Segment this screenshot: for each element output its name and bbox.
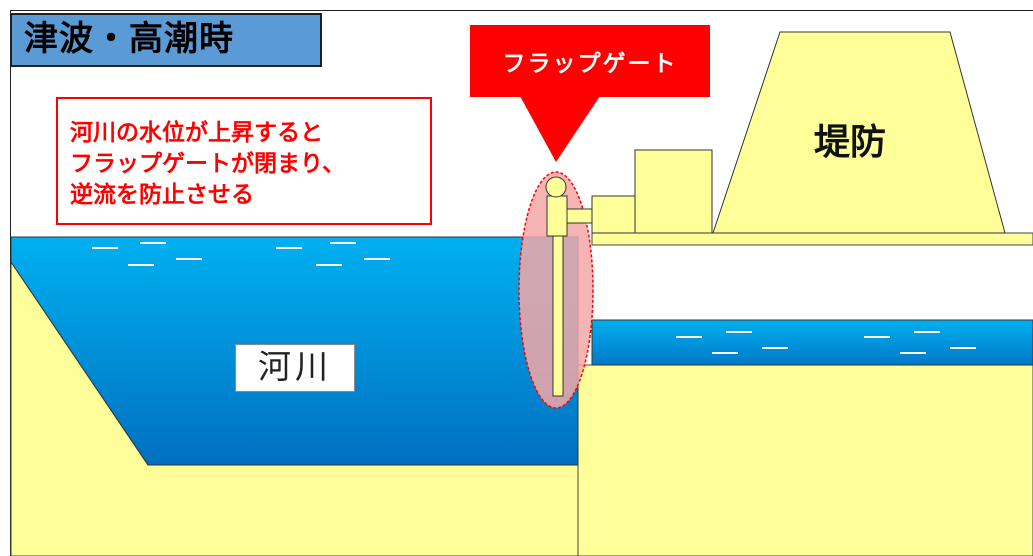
gate-housing-small xyxy=(591,195,636,234)
explanation-note: 河川の水位が上昇すると フラップゲートが閉まり、 逆流を防止させる xyxy=(56,97,432,225)
callout-pointer xyxy=(520,96,600,162)
gate-housing-large xyxy=(634,149,713,234)
channel-water xyxy=(591,319,1033,366)
channel-wave-marks xyxy=(676,331,976,354)
ground-right xyxy=(577,364,1033,556)
levee-shape xyxy=(712,31,1006,234)
flap-gate xyxy=(545,176,593,397)
river-wave-marks xyxy=(92,242,390,266)
flap-gate-callout: フラップゲート xyxy=(470,25,710,97)
embankment-floor xyxy=(591,232,1033,246)
flap-gate-hinge xyxy=(545,176,567,198)
levee-label: 堤防 xyxy=(813,122,886,163)
river-label: 河川 xyxy=(235,344,355,392)
page-title: 津波・高潮時 xyxy=(10,13,322,67)
